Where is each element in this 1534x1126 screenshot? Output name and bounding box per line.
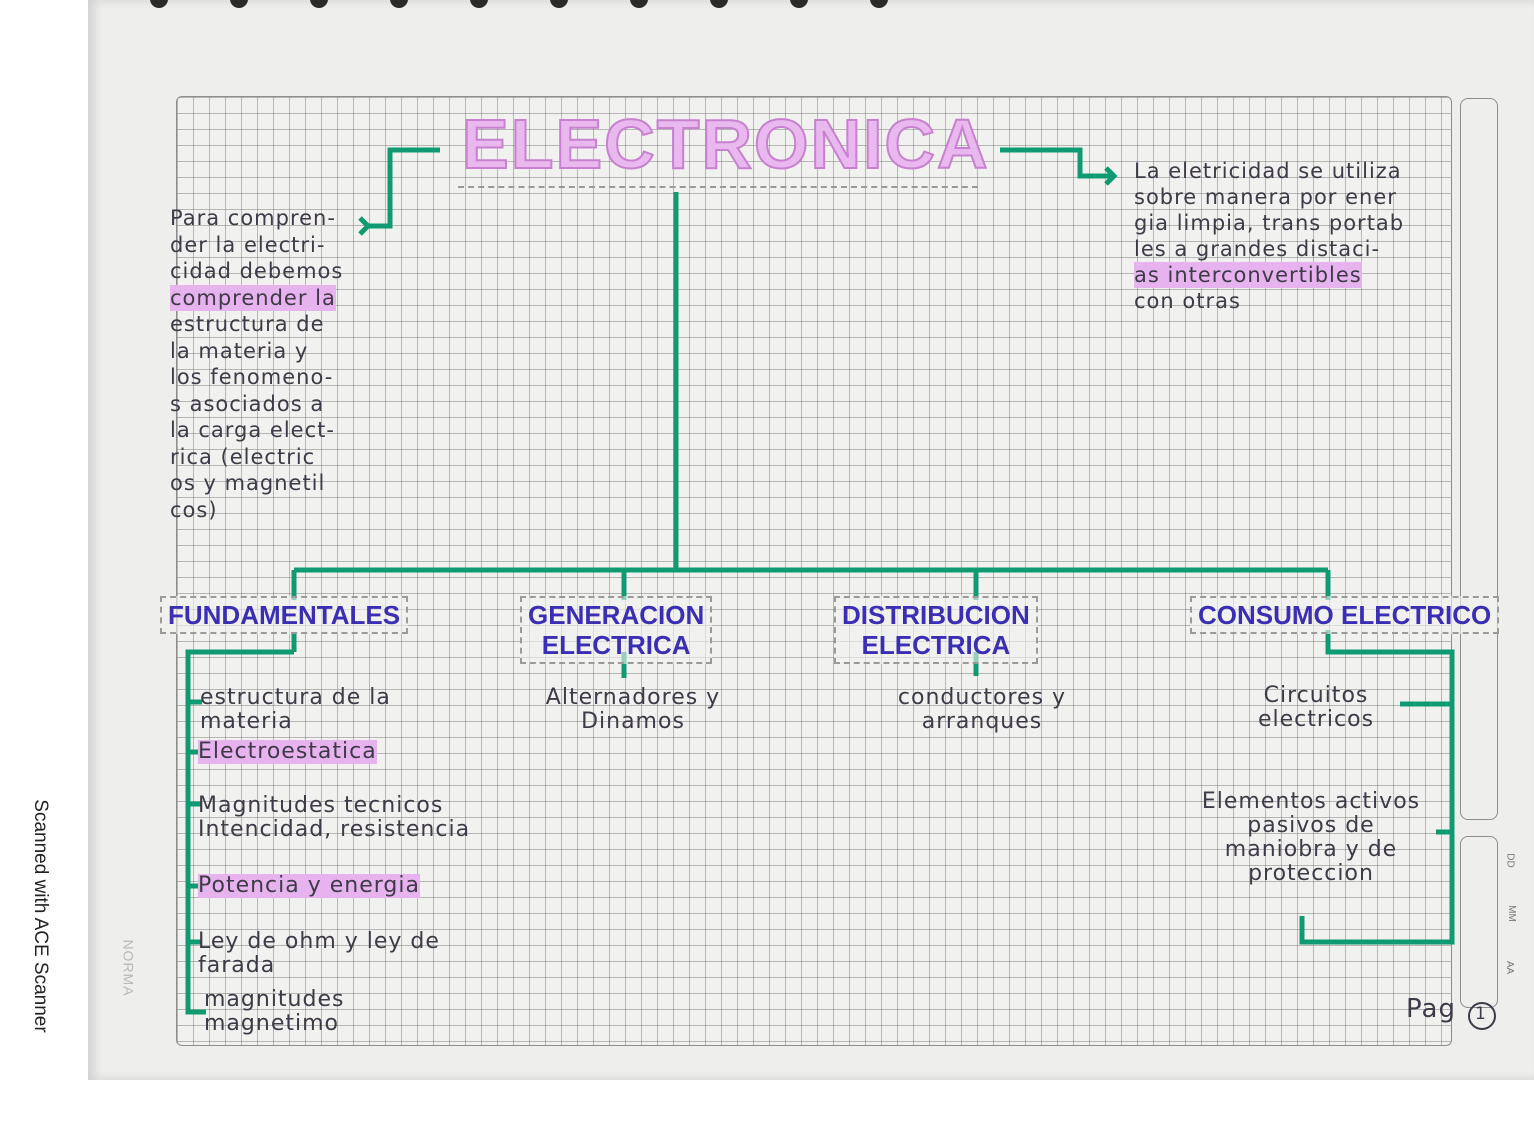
category-distribucion-label-1: DISTRIBUCION <box>842 600 1030 630</box>
note-right-line-4: les a grandes distaci- <box>1134 237 1381 261</box>
spiral-binding <box>150 0 1150 12</box>
cons-item-1: Circuitos electricos <box>1257 683 1375 732</box>
note-left-line-9: la carga elect- <box>170 418 335 442</box>
fund-item-5: Ley de ohm y ley de farada <box>198 929 440 978</box>
category-generacion: GENERACION ELECTRICA <box>520 596 713 664</box>
date-field-box <box>1460 836 1498 1008</box>
fund-item-3: Magnitudes tecnicos Intencidad, resisten… <box>198 793 471 842</box>
note-right-line-3: gia limpia, trans portab <box>1134 211 1405 235</box>
category-generacion-label-2: ELECTRICA <box>541 630 691 660</box>
note-left-line-12: cos) <box>170 497 218 522</box>
page-label: Pag <box>1406 994 1456 1024</box>
title-underline <box>458 108 978 188</box>
category-fundamentales: FUNDAMENTALES <box>160 596 409 634</box>
note-left-line-8: s asociados a <box>170 391 325 416</box>
note-left-line-10: rica (electric <box>170 444 316 469</box>
category-distribucion-label-2: ELECTRICA <box>861 630 1011 660</box>
category-consumo-label: CONSUMO ELECTRICO <box>1198 600 1492 630</box>
category-fundamentales-label: FUNDAMENTALES <box>168 600 401 630</box>
note-left-line-3: cidad debemos <box>170 259 344 283</box>
gen-item-1: Alternadores y Dinamos <box>545 685 721 734</box>
note-left: Para compren- der la electri- cidad debe… <box>170 205 370 523</box>
note-left-line-2: der la electri- <box>170 232 326 257</box>
fund-item-1: estructura de la materia <box>200 685 391 734</box>
fund-item-2: Electroestatica <box>198 739 377 764</box>
diagram-title: ELECTRONICA <box>461 104 990 184</box>
cons-item-2: Elementos activos pasivos de maniobra y … <box>1201 789 1421 886</box>
note-right-line-1: La eletricidad se utiliza <box>1134 159 1402 183</box>
fund-item-6: magnitudes magnetimo <box>204 987 345 1036</box>
date-year-label: AA <box>1504 960 1516 975</box>
note-left-line-6: la materia y <box>170 338 309 363</box>
date-day-label: DD <box>1504 853 1516 868</box>
note-right-line-6: con otras <box>1134 289 1241 313</box>
note-left-line-7: los fenomeno- <box>170 365 334 389</box>
notebook-brand-logo: NORMA <box>120 939 137 997</box>
page-number: 1 <box>1475 1004 1487 1024</box>
note-right: La eletricidad se utiliza sobre manera p… <box>1134 158 1454 314</box>
scanner-margin: Scanned with ACE Scanner <box>0 0 88 1080</box>
note-left-line-4: comprender la <box>170 284 336 311</box>
note-right-line-5: as interconvertibles <box>1134 262 1362 288</box>
note-left-line-1: Para compren- <box>170 206 336 230</box>
date-month-label: MM <box>1505 905 1517 922</box>
category-consumo: CONSUMO ELECTRICO <box>1190 596 1500 634</box>
note-left-line-11: os y magnetil <box>170 471 326 495</box>
scanner-watermark: Scanned with ACE Scanner <box>30 799 51 1033</box>
note-right-line-2: sobre manera por ener <box>1134 185 1397 209</box>
category-generacion-label-1: GENERACION <box>528 600 705 630</box>
dist-item-1: conductores y arranques <box>897 685 1067 734</box>
category-distribucion: DISTRIBUCION ELECTRICA <box>834 596 1038 664</box>
fund-item-4: Potencia y energia <box>198 873 420 898</box>
note-left-line-5: estructura de <box>170 312 325 336</box>
date-column <box>1460 98 1498 820</box>
